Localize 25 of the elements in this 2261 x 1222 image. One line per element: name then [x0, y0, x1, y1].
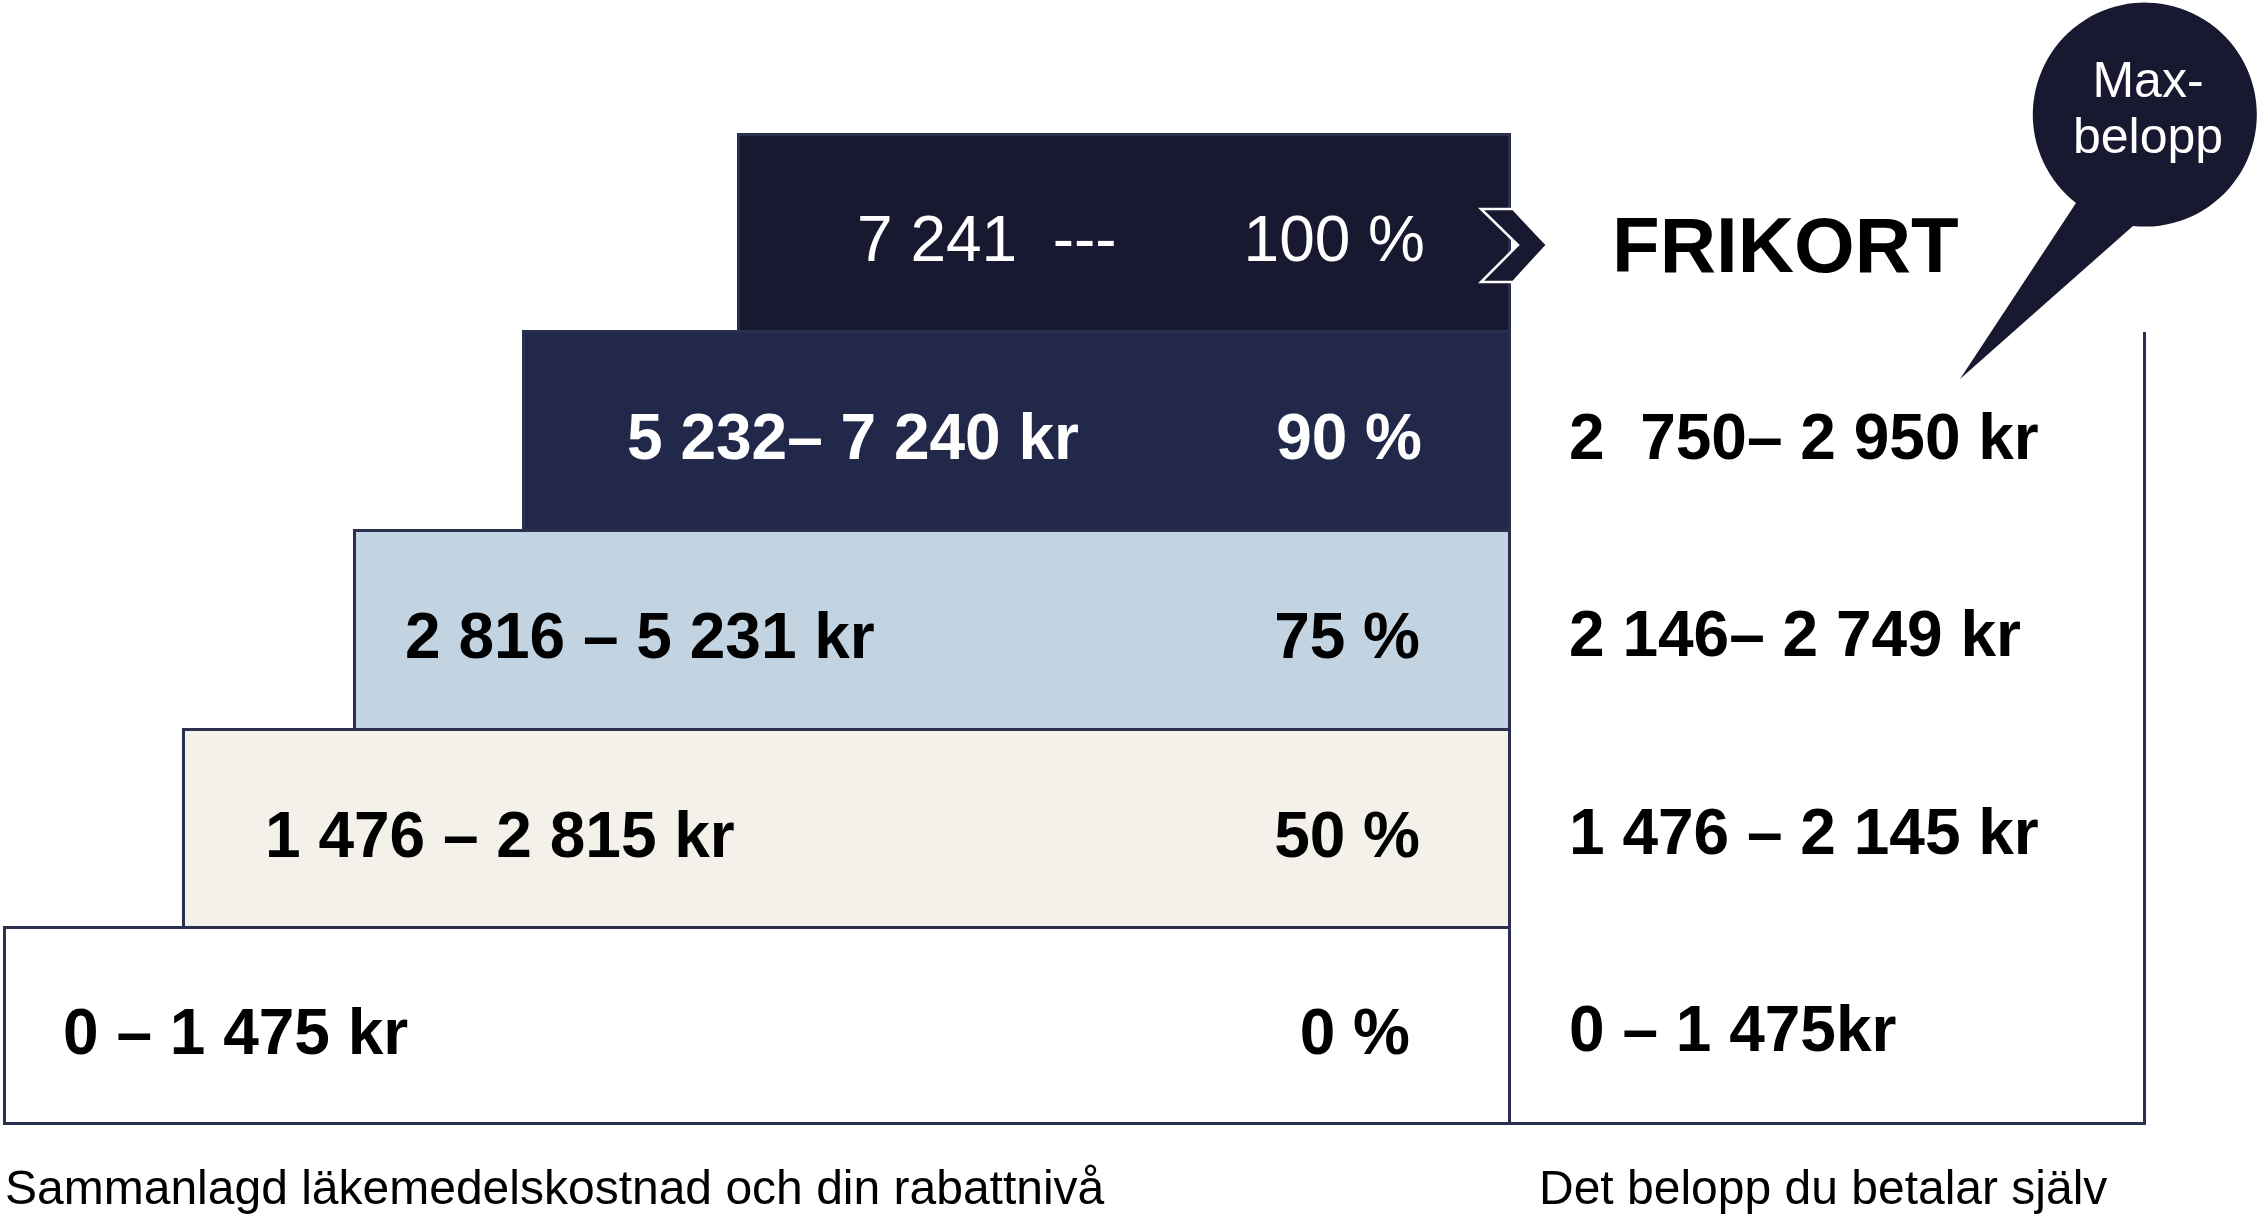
amount-text: 2 750– 2 950 kr [1569, 404, 2039, 469]
price-range: 2 816 – 5 231 kr [405, 604, 875, 668]
caption-text: Det belopp du betalar själv [1539, 1160, 2108, 1216]
step-bar [182, 728, 1511, 929]
amount-text: 0 – 1 475kr [1569, 997, 1897, 1062]
discount-percent: 90 % [1276, 405, 1422, 469]
discount-percent: 75 % [1274, 604, 1420, 668]
price-range: 5 232– 7 240 kr [627, 405, 1079, 469]
price-range: 1 476 – 2 815 kr [265, 802, 735, 867]
step-bar [3, 926, 1511, 1125]
step-bar [522, 330, 1511, 532]
discount-percent: 50 % [1274, 802, 1420, 867]
caption-text: Sammanlagd läkemedelskostnad och din rabattnivå [5, 1160, 1105, 1216]
step-bar [353, 529, 1511, 731]
amount-text: 1 476 – 2 145 kr [1569, 799, 2039, 864]
discount-percent: 0 % [1299, 999, 1410, 1064]
price-range: 0 – 1 475 kr [63, 999, 409, 1064]
heading-text: FRIKORT [1612, 206, 1959, 284]
amount-column [1511, 332, 2146, 1125]
price-range: 7 241 --- [857, 207, 1117, 271]
step-bar [737, 133, 1511, 333]
discount-percent: 100 % [1243, 207, 1425, 271]
amount-text: 2 146– 2 749 kr [1569, 602, 2021, 667]
bubble-text: Max- belopp [2071, 52, 2225, 164]
chevron-arrow [1477, 207, 1549, 284]
